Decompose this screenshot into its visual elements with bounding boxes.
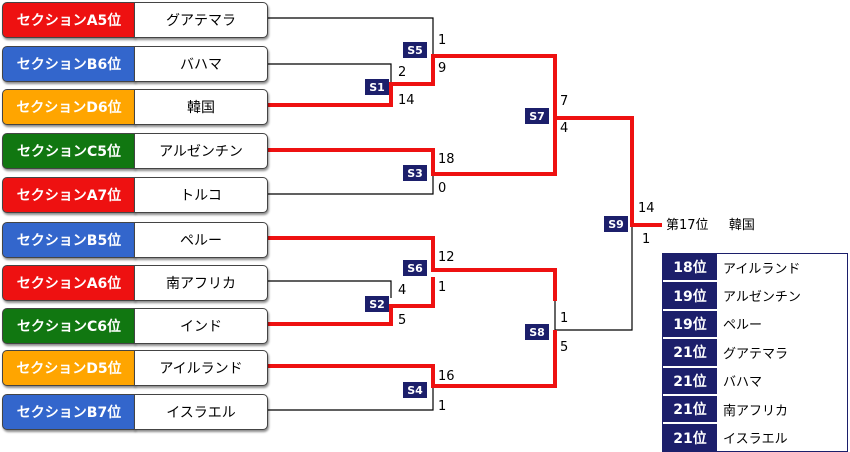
standings-rank: 18位 <box>663 254 717 281</box>
team-name: アルゼンチン <box>134 133 268 169</box>
standings-rank: 21位 <box>663 367 717 394</box>
standings-row: 18位アイルランド <box>663 254 847 281</box>
match-label: S7 <box>525 108 549 124</box>
match-label: S2 <box>365 296 389 312</box>
match-score: 9 <box>438 61 447 76</box>
standings-rank: 19位 <box>663 310 717 338</box>
standings-team: グアテマラ <box>717 339 847 366</box>
standings-row: 19位アルゼンチン <box>663 280 847 309</box>
team-row: セクションA7位トルコ <box>2 177 268 213</box>
seed-label: セクションC5位 <box>2 133 135 169</box>
match-score: 5 <box>560 340 569 355</box>
standings-rank: 19位 <box>663 282 717 309</box>
standings-team: アルゼンチン <box>717 282 847 309</box>
match-score: 5 <box>398 313 407 328</box>
seed-label: セクションB6位 <box>2 46 135 82</box>
standings-team: 南アフリカ <box>717 395 847 423</box>
match-score: 1 <box>642 232 651 247</box>
standings-row: 21位バハマ <box>663 365 847 394</box>
team-name: ペルー <box>134 222 268 258</box>
standings-table: 18位アイルランド 19位アルゼンチン 19位ペルー 21位グアテマラ 21位バ… <box>662 253 848 452</box>
team-name: イスラエル <box>134 394 268 430</box>
standings-row: 21位グアテマラ <box>663 337 847 366</box>
bracket-line <box>268 63 392 84</box>
bracket-line <box>268 174 434 195</box>
match-score: 1 <box>438 33 447 48</box>
match-score: 18 <box>438 152 455 167</box>
team-name: グアテマラ <box>134 2 268 38</box>
standings-team: ペルー <box>717 310 847 338</box>
final-team: 韓国 <box>728 218 755 233</box>
match-score: 0 <box>438 181 447 196</box>
final-place: 第17位 <box>666 218 709 233</box>
seed-label: セクションD5位 <box>2 350 135 386</box>
match-score: 4 <box>560 121 569 136</box>
team-name: トルコ <box>134 177 268 213</box>
team-row: セクションD6位韓国 <box>2 89 268 125</box>
match-score: 1 <box>438 280 447 295</box>
team-name: アイルランド <box>134 350 268 386</box>
team-row: セクションA6位南アフリカ <box>2 265 268 301</box>
seed-label: セクションB5位 <box>2 222 135 258</box>
winner-path <box>268 277 435 326</box>
seed-label: セクションA7位 <box>2 177 135 213</box>
match-score: 7 <box>560 94 569 109</box>
match-label: S1 <box>365 79 389 95</box>
match-score: 2 <box>398 65 407 80</box>
match-label: S6 <box>403 260 427 276</box>
team-row: セクションB5位ペルー <box>2 222 268 258</box>
winner-path <box>268 330 557 388</box>
seed-label: セクションA6位 <box>2 265 135 301</box>
match-score: 16 <box>438 369 455 384</box>
standings-rank: 21位 <box>663 424 717 451</box>
standings-row: 19位ペルー <box>663 308 847 338</box>
match-score: 12 <box>438 250 455 265</box>
standings-row: 21位南アフリカ <box>663 393 847 423</box>
standings-team: アイルランド <box>717 254 847 281</box>
bracket-line <box>268 386 434 411</box>
match-label: S3 <box>403 165 427 181</box>
bracket-line <box>555 225 633 331</box>
match-label: S5 <box>403 42 427 58</box>
standings-rank: 21位 <box>663 339 717 366</box>
team-row: セクションB6位バハマ <box>2 46 268 82</box>
match-score: 4 <box>398 283 407 298</box>
match-score: 14 <box>638 201 655 216</box>
winner-path <box>268 236 557 301</box>
standings-team: バハマ <box>717 367 847 394</box>
bracket-line <box>268 280 392 298</box>
seed-label: セクションA5位 <box>2 2 135 38</box>
team-row: セクションA5位グアテマラ <box>2 2 268 38</box>
team-row: セクションC5位アルゼンチン <box>2 133 268 169</box>
bracket-line <box>268 17 434 60</box>
match-label: S8 <box>525 324 549 340</box>
seed-label: セクションD6位 <box>2 89 135 125</box>
standings-row: 21位イスラエル <box>663 422 847 451</box>
winner-path <box>268 118 557 176</box>
seed-label: セクションB7位 <box>2 394 135 430</box>
team-name: バハマ <box>134 46 268 82</box>
match-label: S4 <box>403 382 427 398</box>
team-row: セクションD5位アイルランド <box>2 350 268 386</box>
team-name: 韓国 <box>134 89 268 125</box>
team-row: セクションB7位イスラエル <box>2 394 268 430</box>
standings-rank: 21位 <box>663 395 717 423</box>
match-score: 1 <box>438 399 447 414</box>
seed-label: セクションC6位 <box>2 308 135 344</box>
team-name: 南アフリカ <box>134 265 268 301</box>
match-score: 1 <box>560 311 569 326</box>
standings-team: イスラエル <box>717 424 847 451</box>
final-result: 第17位 韓国 <box>666 214 755 233</box>
team-name: インド <box>134 308 268 344</box>
winner-path <box>268 54 662 227</box>
match-score: 14 <box>398 93 415 108</box>
team-row: セクションC6位インド <box>2 308 268 344</box>
match-label: S9 <box>604 216 628 232</box>
